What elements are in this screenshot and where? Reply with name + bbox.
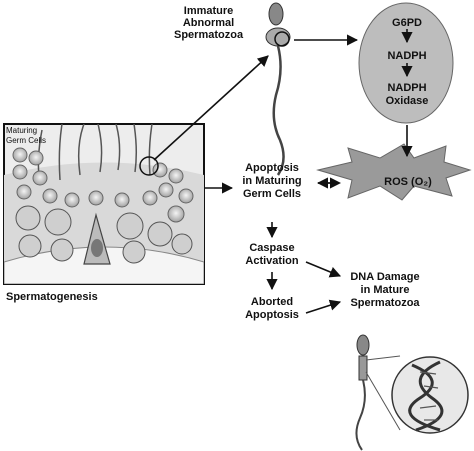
spermatogenesis-label: Spermatogenesis bbox=[6, 291, 98, 303]
arrow-aborted-to-dna bbox=[305, 299, 342, 314]
aborted-apoptosis-label: Aborted Apoptosis bbox=[232, 296, 312, 322]
g6pd-pathway-ellipse bbox=[358, 2, 454, 124]
mature-spermatozoon-illustration bbox=[355, 334, 469, 451]
aborted-line-2: Apoptosis bbox=[245, 309, 299, 321]
apoptosis-line-2: in Maturing bbox=[242, 175, 302, 187]
apoptosis-line-3: Germ Cells bbox=[242, 188, 302, 200]
caspase-activation-label: Caspase Activation bbox=[230, 242, 314, 268]
g6pd-label: G6PD bbox=[392, 17, 422, 29]
arrow-cell-to-immature bbox=[153, 55, 269, 161]
immature-line-1: Immature bbox=[183, 5, 234, 17]
apoptosis-line-1: Apoptosis bbox=[245, 162, 299, 174]
dna-line-2: in Mature bbox=[360, 284, 410, 296]
immature-line-2: Abnormal bbox=[182, 17, 235, 29]
caspase-line-1: Caspase bbox=[249, 242, 295, 254]
dna-damage-label: DNA Damage in Mature Spermatozoa bbox=[340, 271, 430, 310]
immature-spermatozoon-illustration bbox=[265, 2, 291, 176]
maturing-line-2: Germ Cells bbox=[6, 136, 47, 145]
aborted-line-1: Aborted bbox=[250, 296, 294, 308]
arrow-caspase-to-dna bbox=[305, 261, 342, 278]
dna-line-3: Spermatozoa bbox=[350, 297, 420, 309]
seminiferous-tubule-illustration bbox=[3, 123, 205, 285]
maturing-germ-cells-label: Maturing Germ Cells bbox=[6, 126, 46, 146]
oxidase-line-1: NADPH bbox=[387, 82, 427, 94]
caspase-line-2: Activation bbox=[245, 255, 299, 267]
immature-line-3: Spermatozoa bbox=[174, 29, 244, 41]
immature-spermatozoa-label: Immature Abnormal Spermatozoa bbox=[174, 5, 243, 41]
oxidase-line-2: Oxidase bbox=[385, 95, 429, 107]
nadph-label: NADPH bbox=[387, 50, 427, 62]
ros-label: ROS (O₂) bbox=[384, 176, 432, 188]
maturing-line-1: Maturing bbox=[6, 126, 38, 135]
ros-starburst bbox=[316, 143, 472, 201]
apoptosis-maturing-label: Apoptosis in Maturing Germ Cells bbox=[228, 162, 316, 201]
dna-line-1: DNA Damage bbox=[350, 271, 420, 283]
nadph-oxidase-label: NADPH Oxidase bbox=[372, 82, 442, 108]
